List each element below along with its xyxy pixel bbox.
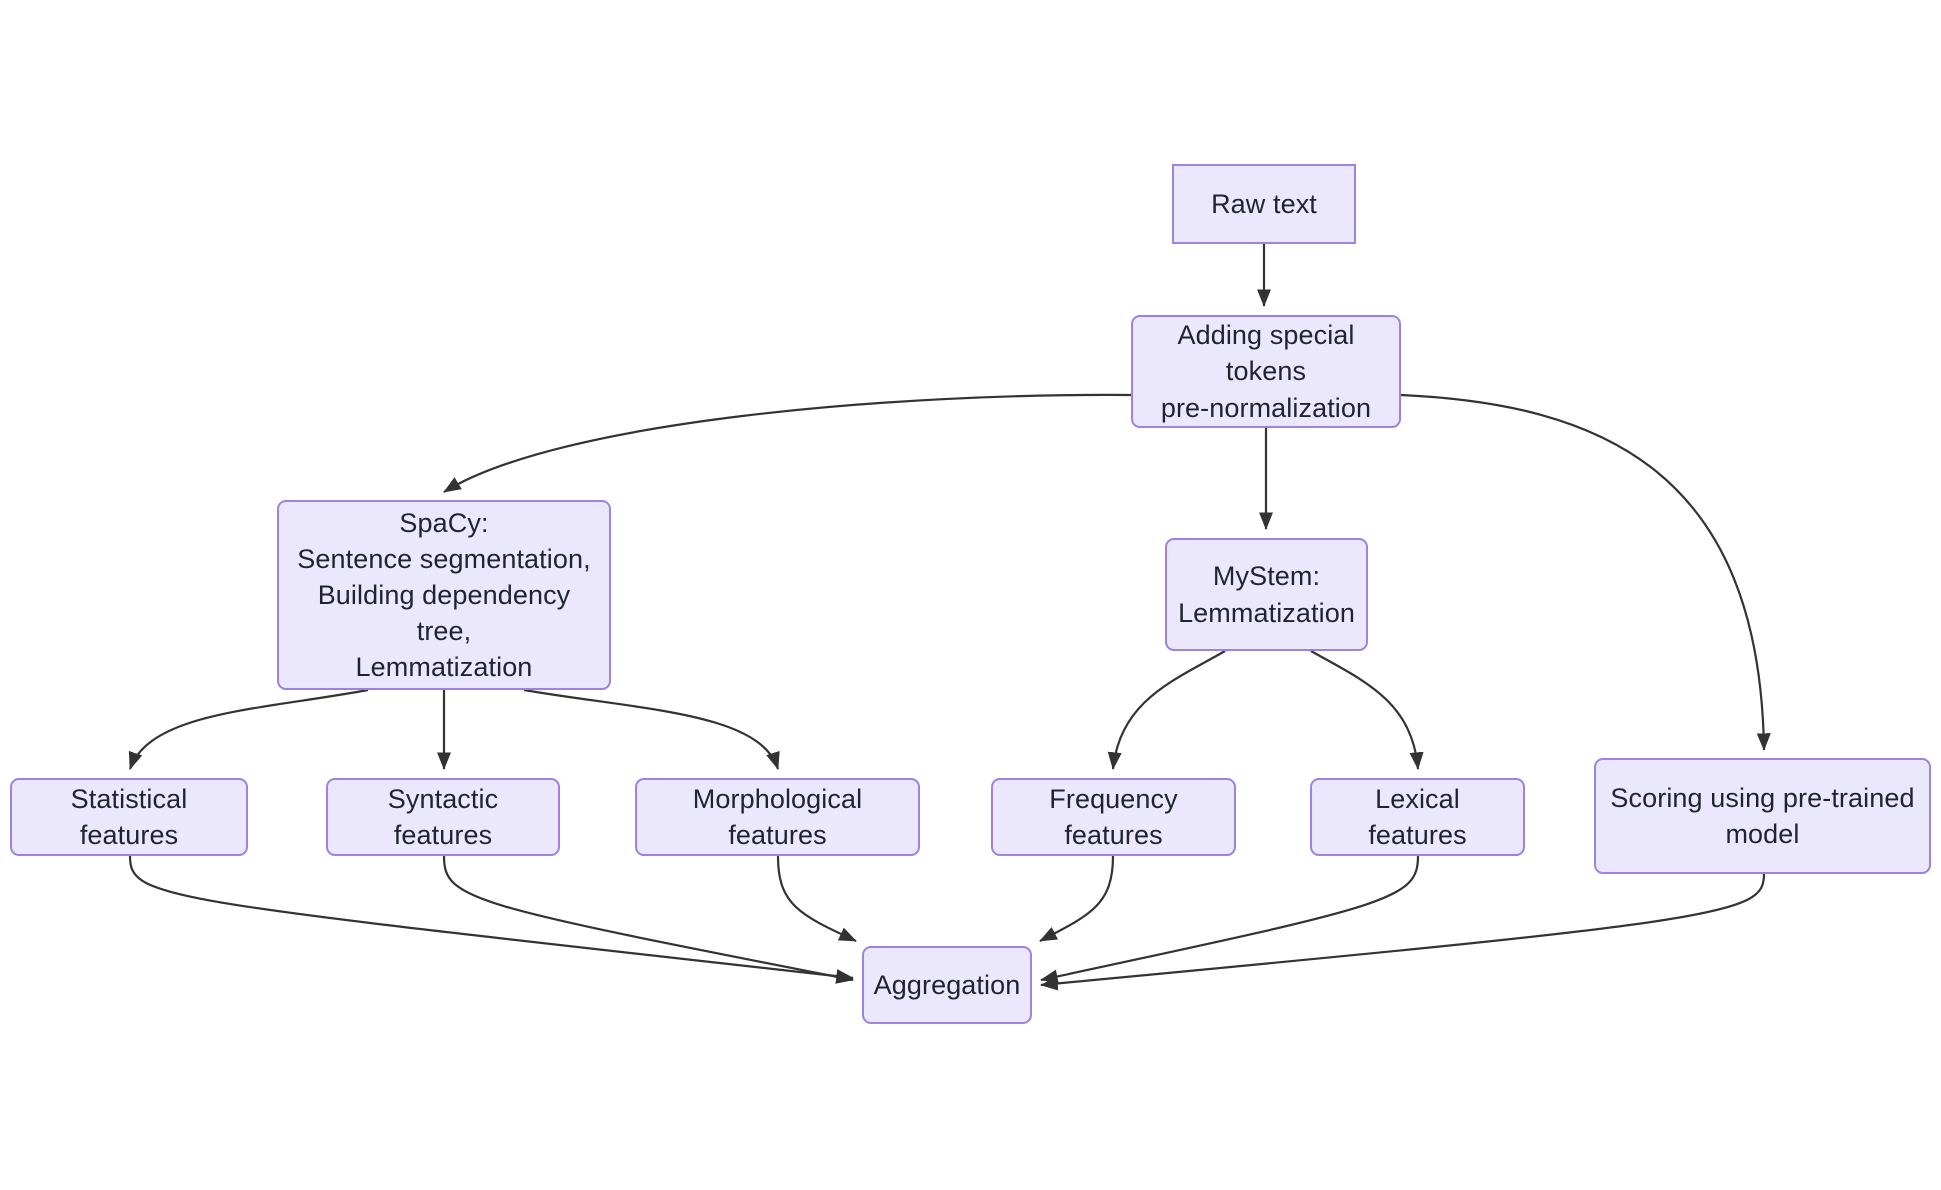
- node-aggregation[interactable]: Aggregation: [862, 946, 1032, 1024]
- edge-mystem-to-frequency-features: [1107, 650, 1226, 770]
- edge-adding-special-tokens-to-spacy: [443, 393, 1132, 493]
- node-raw-text[interactable]: Raw text: [1172, 164, 1356, 244]
- node-mystem-label: MyStem: Lemmatization: [1178, 561, 1355, 628]
- edge-spacy-to-statistical-features: [128, 688, 369, 770]
- node-spacy-label: SpaCy: Sentence segmentation, Building d…: [297, 507, 591, 683]
- edge-spacy-to-morphological-features: [523, 688, 780, 770]
- edge-adding-special-tokens-to-scoring: [1400, 393, 1771, 751]
- edge-mystem-to-lexical-features: [1310, 650, 1424, 770]
- edge-frequency-features-to-aggregation: [1039, 855, 1115, 942]
- node-lexical-features[interactable]: Lexical features: [1310, 778, 1525, 856]
- node-morphological-features-label: Morphological features: [692, 783, 863, 850]
- node-raw-text-label: Raw text: [1211, 188, 1317, 219]
- edge-statistical-features-to-aggregation: [128, 855, 854, 984]
- node-scoring-pretrained-model-label: Scoring using pre-trained model: [1610, 782, 1915, 849]
- node-morphological-features[interactable]: Morphological features: [635, 778, 920, 856]
- node-syntactic-features-label: Syntactic features: [387, 783, 499, 850]
- node-scoring-pretrained-model[interactable]: Scoring using pre-trained model: [1594, 758, 1931, 874]
- node-adding-special-tokens[interactable]: Adding special tokens pre-normalization: [1131, 315, 1401, 428]
- edge-scoring-to-aggregation: [1040, 873, 1766, 991]
- edge-syntactic-features-to-aggregation: [442, 855, 854, 984]
- edge-lexical-features-to-aggregation: [1040, 855, 1420, 984]
- node-adding-special-tokens-label: Adding special tokens pre-normalization: [1160, 320, 1372, 423]
- node-statistical-features[interactable]: Statistical features: [10, 778, 248, 856]
- node-lexical-features-label: Lexical features: [1368, 783, 1467, 850]
- node-statistical-features-label: Statistical features: [70, 783, 188, 850]
- node-mystem[interactable]: MyStem: Lemmatization: [1165, 538, 1368, 651]
- node-frequency-features[interactable]: Frequency features: [991, 778, 1236, 856]
- node-frequency-features-label: Frequency features: [1049, 783, 1178, 850]
- node-aggregation-label: Aggregation: [873, 969, 1021, 1000]
- node-spacy[interactable]: SpaCy: Sentence segmentation, Building d…: [277, 500, 611, 690]
- node-syntactic-features[interactable]: Syntactic features: [326, 778, 560, 856]
- edge-morphological-features-to-aggregation: [776, 855, 857, 942]
